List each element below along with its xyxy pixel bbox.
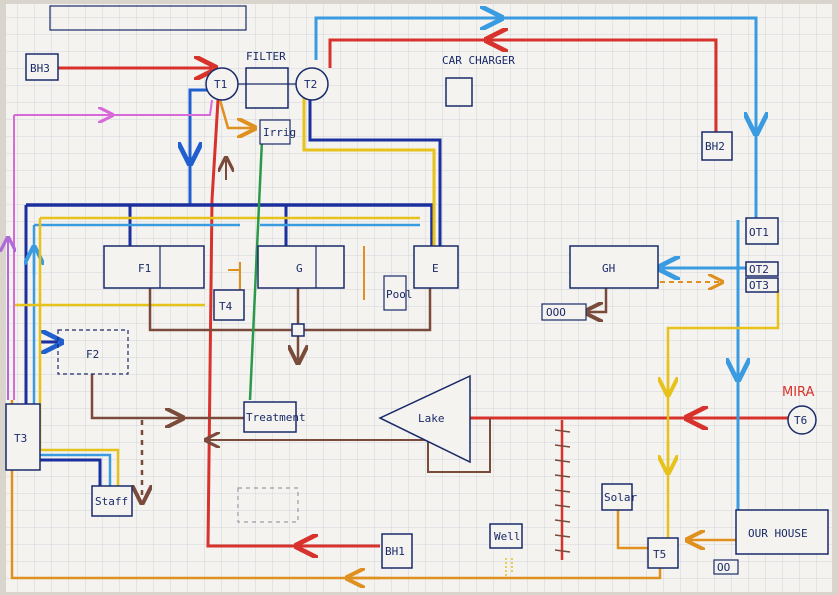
oo-label: OO — [717, 561, 730, 574]
pipe-brown-returns — [148, 288, 432, 332]
irrig-label: Irrig — [263, 126, 296, 139]
tank-t4 — [213, 289, 245, 321]
pipe-navy-staff — [24, 205, 102, 486]
our-house-label: OUR HOUSE — [748, 527, 808, 540]
tank-ot2 — [745, 261, 779, 277]
pipe-blue-t1-down — [190, 88, 212, 160]
pipe-orange-irrig — [218, 99, 252, 128]
outlet-oo — [713, 559, 739, 575]
e-label: E — [432, 262, 439, 275]
junction-box — [291, 323, 305, 337]
t2-label: T2 — [304, 78, 317, 91]
outlet-ooo — [541, 303, 587, 321]
t6-label: T6 — [794, 414, 807, 427]
borehole-bh2 — [701, 131, 733, 161]
pipe-orange-solar — [616, 510, 650, 550]
pipe-pink-t1 — [110, 99, 213, 116]
well-box — [489, 523, 523, 549]
borehole-bh1 — [381, 533, 413, 569]
ot3-label: OT3 — [749, 279, 769, 292]
tank-ot3 — [745, 277, 779, 293]
t5-label: T5 — [653, 548, 666, 561]
treatment-box — [243, 401, 297, 433]
pool-box — [383, 275, 407, 311]
lake-label: Lake — [418, 412, 445, 425]
building-f1 — [103, 245, 205, 289]
pipe-yellow-staff — [38, 216, 420, 486]
f1-label: F1 — [138, 262, 151, 275]
pool-label: Pool — [386, 288, 413, 301]
well-drip — [505, 558, 513, 576]
irrigation-box — [259, 119, 291, 145]
car-charger-box — [445, 77, 473, 107]
building-g — [257, 245, 345, 289]
pipe-brown-gh — [588, 288, 608, 312]
t1-label: T1 — [214, 78, 227, 91]
staff-building — [91, 485, 133, 517]
t4-label: T4 — [219, 300, 233, 313]
staff-label: Staff — [95, 495, 128, 508]
filter-unit — [245, 67, 289, 109]
car-charger-label: CAR CHARGER — [442, 54, 515, 67]
bh2-label: BH2 — [705, 140, 725, 153]
pipe-lblue-t2-top — [314, 18, 498, 60]
tank-t6 — [787, 405, 817, 435]
pipe-navy-t2-e — [308, 92, 442, 246]
tank-t5 — [647, 537, 679, 569]
pipe-navy-main — [26, 203, 434, 246]
treatment-label: Treatment — [246, 411, 306, 424]
building-e — [413, 245, 459, 289]
tank-ot1 — [745, 217, 779, 245]
filter-label: FILTER — [246, 50, 286, 63]
pipe-brown-f2 — [90, 374, 180, 418]
pipe-brown-lake-box — [427, 418, 491, 473]
well-label: Well — [494, 530, 521, 543]
building-f2 — [57, 329, 129, 375]
ooo-label: OOO — [546, 306, 566, 319]
pipe-orange-pool — [228, 246, 365, 300]
pipe-red-bh2-top — [328, 38, 718, 132]
lake-triangle — [378, 374, 471, 464]
ot1-label: OT1 — [749, 226, 769, 239]
pipe-orange-bottom — [10, 400, 662, 580]
solar-label: Solar — [604, 491, 637, 504]
tank-t3 — [5, 403, 41, 471]
g-label: G — [296, 262, 303, 275]
pipe-green-treatment — [248, 139, 264, 401]
f2-label: F2 — [86, 348, 99, 361]
greenhouse-gh — [569, 245, 659, 289]
planned-structure — [237, 487, 299, 523]
ot2-label: OT2 — [749, 263, 769, 276]
borehole-bh3 — [25, 53, 59, 81]
mira-label: MIRA — [782, 385, 815, 400]
pipe-lblue-staff — [32, 223, 240, 486]
bh3-label: BH3 — [30, 62, 50, 75]
bh1-label: BH1 — [385, 545, 405, 558]
our-house — [735, 509, 829, 555]
pipe-lblue-right — [498, 16, 756, 130]
pipe-yellow-t2-e — [302, 92, 436, 246]
title-box — [49, 5, 247, 31]
solar-box — [601, 483, 633, 511]
t3-label: T3 — [14, 432, 27, 445]
gh-label: GH — [602, 262, 615, 275]
fence-marks — [554, 429, 571, 553]
